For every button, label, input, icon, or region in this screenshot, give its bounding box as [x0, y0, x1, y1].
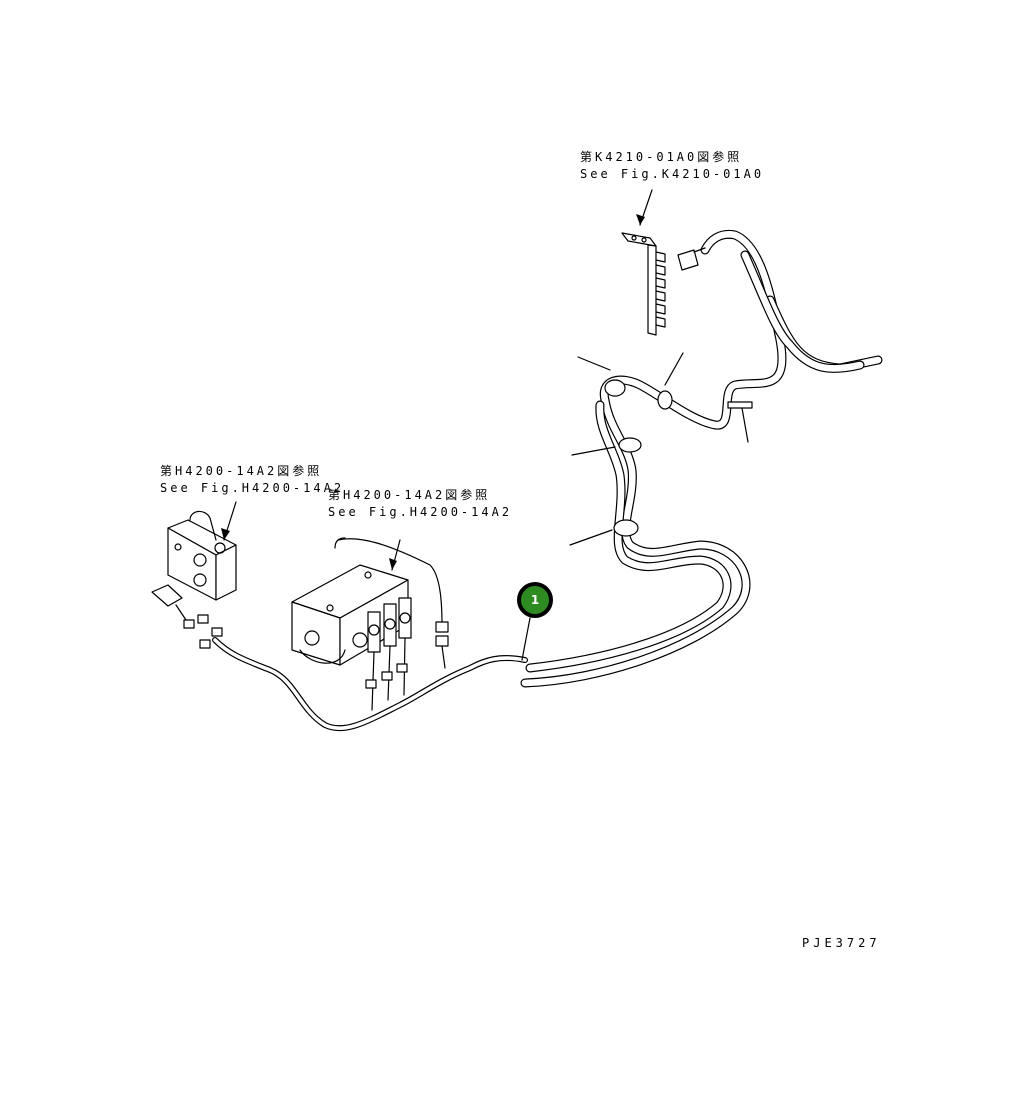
- drawing-code: PJE3727: [802, 936, 881, 950]
- reference-label-h4200-left: 第H4200-14A2図参照 See Fig.H4200-14A2: [160, 463, 344, 497]
- switch-block: [151, 501, 237, 649]
- callout-1-leader: [521, 617, 531, 661]
- reference-label-en: See Fig.H4200-14A2: [328, 505, 513, 519]
- reference-label-jp: 第H4200-14A2図参照: [328, 488, 491, 502]
- part-callout-1[interactable]: 1: [517, 582, 553, 618]
- main-harness: [212, 229, 883, 732]
- reference-label-k4210: 第K4210-01A0図参照 See Fig.K4210-01A0: [580, 149, 764, 183]
- reference-label-jp: 第H4200-14A2図参照: [160, 464, 323, 478]
- reference-label-jp: 第K4210-01A0図参照: [580, 150, 743, 164]
- reference-label-en: See Fig.K4210-01A0: [580, 167, 765, 181]
- harness-clamps: [569, 352, 753, 546]
- connector-bracket: [621, 189, 706, 336]
- reference-label-en: See Fig.H4200-14A2: [160, 481, 345, 495]
- valve-assembly: [291, 537, 449, 711]
- reference-label-h4200-mid: 第H4200-14A2図参照 See Fig.H4200-14A2: [328, 487, 512, 521]
